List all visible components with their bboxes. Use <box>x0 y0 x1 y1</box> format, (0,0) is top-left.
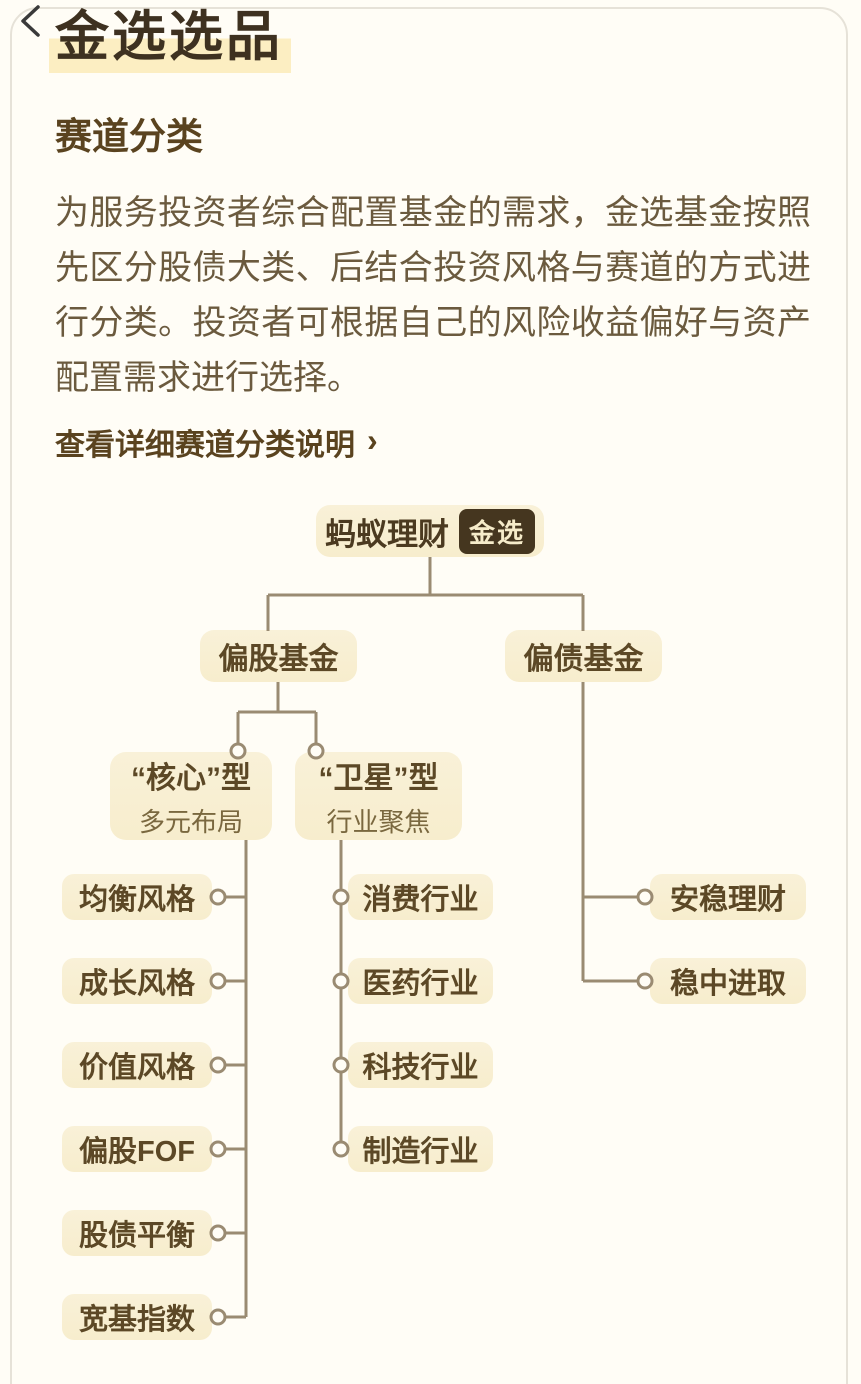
back-icon <box>21 5 40 37</box>
section-heading: 赛道分类 <box>55 116 203 157</box>
tree-node-bond: 偏债基金 <box>505 630 662 682</box>
detail-link[interactable]: 查看详细赛道分类说明 › <box>55 420 378 464</box>
page-title: 金选选品 <box>49 2 291 73</box>
tree-leaf-core: 价值风格 <box>62 1042 212 1088</box>
tree-node-satellite: “卫星”型 行业聚焦 <box>295 752 462 840</box>
tree-leaf-satellite: 科技行业 <box>348 1042 493 1088</box>
chevron-right-icon: › <box>367 422 378 458</box>
tree-leaf-satellite: 医药行业 <box>348 958 493 1004</box>
tree-leaf-core: 均衡风格 <box>62 874 212 920</box>
satellite-sublabel: 行业聚焦 <box>326 807 431 837</box>
tree-node-root: 蚂蚁理财 金选 <box>316 505 544 557</box>
tree-leaf-bond: 稳中进取 <box>650 958 806 1004</box>
root-brand-label: 蚂蚁理财 <box>324 516 449 552</box>
root-badge: 金选 <box>458 508 535 554</box>
tree-leaf-core: 股债平衡 <box>62 1210 212 1256</box>
page-title-text: 金选选品 <box>49 7 291 73</box>
tree-node-core: “核心”型 多元布局 <box>110 752 272 840</box>
tree-leaf-core: 偏股FOF <box>62 1126 212 1172</box>
content-card <box>10 7 848 1384</box>
tree-node-stock: 偏股基金 <box>200 630 357 682</box>
tree-leaf-bond: 安稳理财 <box>650 874 806 920</box>
core-label: “核心”型 <box>131 762 251 795</box>
core-sublabel: 多元布局 <box>138 807 243 837</box>
tree-leaf-core: 成长风格 <box>62 958 212 1004</box>
intro-paragraph: 为服务投资者综合配置基金的需求，金选基金按照先区分股债大类、后结合投资风格与赛道… <box>55 194 811 397</box>
tree-leaf-core: 宽基指数 <box>62 1294 212 1340</box>
tree-leaf-satellite: 消费行业 <box>348 874 493 920</box>
detail-link-label: 查看详细赛道分类说明 <box>55 429 355 462</box>
tree-leaf-satellite: 制造行业 <box>348 1126 493 1172</box>
satellite-label: “卫星”型 <box>318 762 439 795</box>
back-button[interactable] <box>8 0 54 42</box>
